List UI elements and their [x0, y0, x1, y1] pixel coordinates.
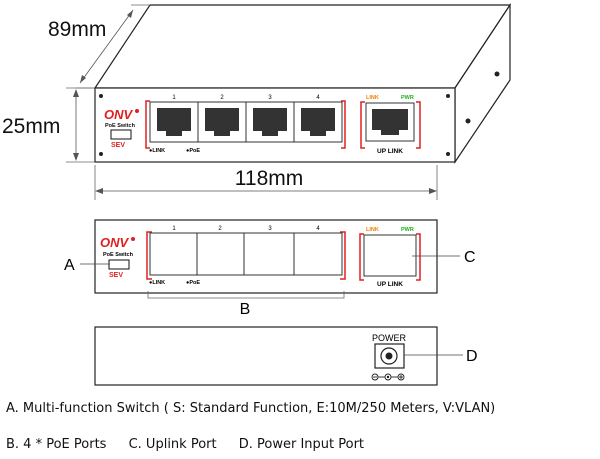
caption-row: B. 4 * PoE Ports C. Uplink Port D. Power…: [6, 437, 382, 452]
screw-icon: [99, 152, 103, 156]
link-led-label-front: ●LINK: [149, 280, 165, 286]
callout-b: B: [240, 301, 251, 318]
poe-port-2-outline[interactable]: [196, 232, 245, 276]
depth-label: 89mm: [48, 18, 106, 41]
uplink-port[interactable]: [365, 102, 415, 142]
uplink-bracket-front: [359, 233, 421, 281]
uplink-label: UP LINK: [377, 148, 403, 155]
uplink-bracket: [360, 101, 421, 149]
brand-logo: ONV: [104, 107, 134, 122]
port-number-1: 1: [172, 95, 176, 101]
brand-dot-icon: [131, 237, 135, 241]
caption-uplink-port: C. Uplink Port: [128, 437, 217, 452]
uplink-link-led-front: LINK: [366, 227, 379, 233]
switch-rear-panel: POWER D: [94, 326, 478, 386]
callout-b-bracket: [147, 291, 345, 299]
brand-dot-icon: [135, 109, 139, 113]
poe-port-1[interactable]: [149, 101, 199, 143]
port-number-2: 2: [220, 95, 224, 101]
port-number-3-front: 3: [268, 226, 272, 232]
screw-icon: [494, 71, 500, 77]
mode-switch[interactable]: [110, 129, 132, 140]
power-label: POWER: [372, 333, 407, 343]
brand-subtitle: PoE Switch: [105, 123, 136, 129]
uplink-link-led: LINK: [366, 95, 379, 101]
screw-icon: [446, 94, 450, 98]
width-label: 118mm: [235, 167, 303, 190]
poe-port-2[interactable]: [197, 101, 247, 143]
brand-logo-front: ONV: [100, 235, 130, 250]
port-number-4: 4: [316, 95, 320, 101]
width-dimension: 118mm: [94, 165, 438, 200]
link-led-label: ●LINK: [149, 148, 165, 154]
port-number-3: 3: [268, 95, 272, 101]
uplink-label-front: UP LINK: [377, 281, 403, 288]
brand-subtitle-front: PoE Switch: [103, 252, 134, 258]
height-label: 25mm: [2, 115, 60, 138]
callout-d: D: [466, 348, 478, 365]
callout-c: C: [464, 249, 476, 266]
screw-icon: [446, 152, 450, 156]
poe-port-3[interactable]: [245, 101, 295, 143]
poe-led-label-front: ●PoE: [186, 280, 200, 286]
poe-port-4-outline[interactable]: [293, 232, 343, 276]
mode-switch-label: SEV: [111, 142, 125, 149]
caption-multi-function-switch: A. Multi-function Switch ( S: Standard F…: [6, 401, 496, 416]
port-number-4-front: 4: [316, 226, 320, 232]
height-dimension: 25mm: [2, 87, 95, 163]
port-number-2-front: 2: [218, 226, 222, 232]
poe-led-label: ●PoE: [186, 148, 200, 154]
switch-front-panel: ONV PoE Switch SEV 1 2 3 4 ●LINK ●PoE LI…: [64, 219, 476, 318]
caption-poe-ports: B. 4 * PoE Ports: [6, 437, 107, 452]
polarity-icon: [371, 373, 405, 381]
port-group-bracket-front: [146, 231, 346, 280]
poe-port-4[interactable]: [293, 101, 343, 143]
power-jack[interactable]: [374, 343, 405, 369]
screw-icon: [465, 118, 471, 124]
screw-icon: [99, 94, 103, 98]
mode-switch-label-front: SEV: [109, 272, 123, 279]
switch-3d-view: ONV PoE Switch SEV 1 2 3 4 ●LINK ●PoE: [93, 3, 512, 164]
poe-port-1-outline[interactable]: [149, 232, 198, 276]
switch-top-face: [93, 4, 512, 89]
port-group-bracket: [145, 100, 346, 149]
callout-a: A: [64, 257, 75, 274]
poe-port-3-outline[interactable]: [243, 232, 295, 276]
caption-power-input-port: D. Power Input Port: [238, 437, 365, 452]
uplink-pwr-led-front: PWR: [401, 227, 414, 233]
mode-switch-front[interactable]: [108, 259, 130, 270]
uplink-port-outline[interactable]: [363, 234, 417, 277]
port-number-1-front: 1: [172, 226, 176, 232]
uplink-pwr-led: PWR: [401, 95, 414, 101]
